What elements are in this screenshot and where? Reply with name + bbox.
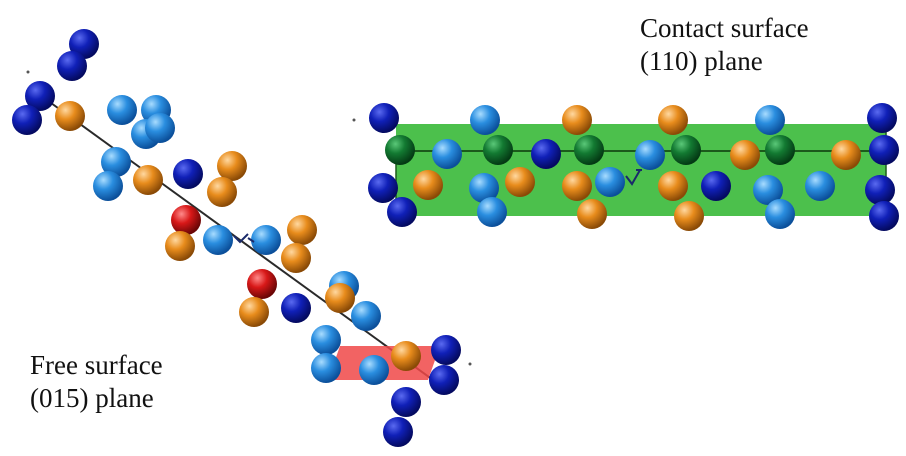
contact-surface-title: Contact surface: [640, 13, 809, 43]
orange-atom: [577, 199, 607, 229]
axis-marker: [233, 233, 255, 244]
orange-atom: [562, 171, 592, 201]
sky-atom: [101, 147, 131, 177]
orange-atom: [730, 140, 760, 170]
orange-atom: [831, 140, 861, 170]
sky-atom: [359, 355, 389, 385]
orange-atom: [217, 151, 247, 181]
orange-atom: [505, 167, 535, 197]
sky-atom: [107, 95, 137, 125]
navy-atom: [281, 293, 311, 323]
orange-atom: [658, 105, 688, 135]
green-atom: [385, 135, 415, 165]
sky-atom: [805, 171, 835, 201]
orange-atom: [325, 283, 355, 313]
sky-atom: [469, 173, 499, 203]
sky-atom: [203, 225, 233, 255]
sky-atom: [432, 139, 462, 169]
sky-atom: [93, 171, 123, 201]
navy-atom: [531, 139, 561, 169]
free-surface-structure: [12, 29, 472, 447]
navy-atom: [25, 81, 55, 111]
navy-atom: [387, 197, 417, 227]
navy-atom: [391, 387, 421, 417]
sky-atom: [311, 325, 341, 355]
free-surface-title: Free surface: [30, 350, 163, 380]
orange-atom: [413, 170, 443, 200]
orange-atom: [391, 341, 421, 371]
sky-atom: [765, 199, 795, 229]
navy-atom: [869, 201, 899, 231]
orange-atom: [281, 243, 311, 273]
sky-atom: [753, 175, 783, 205]
green-atom: [483, 135, 513, 165]
orange-atom: [55, 101, 85, 131]
red-atom: [171, 205, 201, 235]
contact-surface-structure: [368, 103, 899, 231]
chain-bond-line: [39, 94, 441, 386]
orange-atom: [658, 171, 688, 201]
sky-atom: [755, 105, 785, 135]
orange-atom: [165, 231, 195, 261]
stray-dot: [468, 362, 472, 366]
red-atom: [247, 269, 277, 299]
contact-surface-plane: (110) plane: [640, 46, 763, 76]
navy-atom: [173, 159, 203, 189]
contact-surface-label: Contact surface (110) plane: [640, 12, 809, 78]
sky-atom: [311, 353, 341, 383]
orange-atom: [207, 177, 237, 207]
axis-marker: [625, 169, 642, 186]
stray-dot: [352, 118, 356, 122]
navy-atom: [429, 365, 459, 395]
navy-atom: [869, 135, 899, 165]
green-atom: [671, 135, 701, 165]
navy-atom: [12, 105, 42, 135]
orange-atom: [674, 201, 704, 231]
navy-atom: [431, 335, 461, 365]
orange-atom: [562, 105, 592, 135]
sky-atom: [251, 225, 281, 255]
navy-atom: [867, 103, 897, 133]
free-surface-label: Free surface (015) plane: [30, 349, 163, 415]
navy-atom: [369, 103, 399, 133]
free-surface-plane: (015) plane: [30, 383, 154, 413]
free-atoms: [12, 29, 461, 447]
navy-atom: [383, 417, 413, 447]
navy-atom: [69, 29, 99, 59]
navy-atom: [701, 171, 731, 201]
sky-atom: [470, 105, 500, 135]
orange-atom: [287, 215, 317, 245]
sky-atom: [635, 140, 665, 170]
green-atom: [574, 135, 604, 165]
orange-atom: [133, 165, 163, 195]
navy-atom: [865, 175, 895, 205]
sky-atom: [477, 197, 507, 227]
sky-atom: [595, 167, 625, 197]
sky-atom: [351, 301, 381, 331]
orange-atom: [239, 297, 269, 327]
sky-atom: [145, 113, 175, 143]
navy-atom: [368, 173, 398, 203]
navy-atom: [57, 51, 87, 81]
contact-atoms: [368, 103, 899, 231]
green-atom: [765, 135, 795, 165]
stray-dot: [26, 70, 30, 74]
